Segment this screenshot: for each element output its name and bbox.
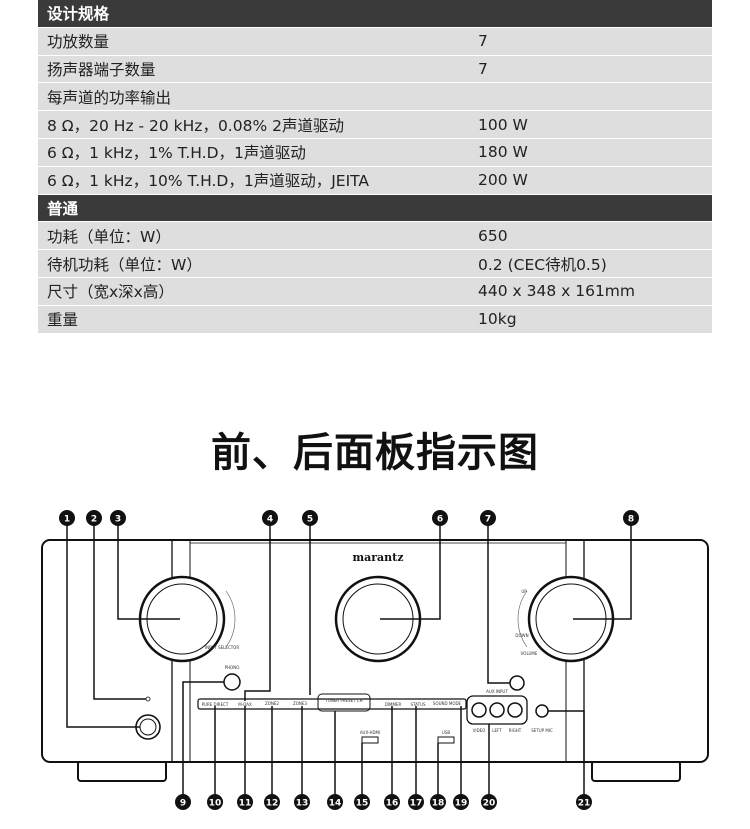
callout-1: 1 — [64, 515, 70, 525]
callout-14: 14 — [329, 799, 342, 809]
spec-row: 6 Ω，1 kHz，10% T.H.D，1声道驱动，JEITA 200 W — [38, 166, 712, 195]
spec-row: 待机功耗（单位：W） 0.2 (CEC待机0.5) — [38, 250, 712, 278]
general-spec-header: 普通 — [38, 194, 712, 223]
spec-row: 尺寸（宽x深x高） 440 x 348 x 161mm — [38, 277, 712, 306]
callout-4: 4 — [267, 515, 273, 525]
front-panel-diagram: marantz INPUT SELECTOR UP DOWN VOLUME PH… — [0, 505, 750, 825]
callout-21: 21 — [578, 799, 591, 809]
zone2-label: ZONE2 — [265, 701, 279, 706]
spec-row: 每声道的功率输出 — [38, 83, 712, 112]
spec-label: 重量 — [47, 311, 79, 330]
spec-label: 功耗（单位：W） — [47, 227, 171, 246]
usb-label: USB — [442, 730, 450, 735]
right-label: RIGHT — [509, 728, 522, 733]
callout-19: 19 — [455, 799, 468, 809]
phono-label: PHONO — [225, 665, 240, 670]
knob-arc — [225, 590, 236, 648]
spec-label: 待机功耗（单位：W） — [47, 255, 202, 274]
volume-up-label: UP — [521, 589, 527, 594]
callout-16: 16 — [386, 799, 399, 809]
standby-indicator — [145, 696, 151, 702]
aux-hdmi-port[interactable] — [361, 736, 379, 744]
spec-value: 100 W — [478, 115, 528, 134]
spec-value: 650 — [478, 226, 508, 245]
volume-label: VOLUME — [521, 651, 538, 656]
spec-label: 功放数量 — [47, 33, 110, 52]
spec-row: 功耗（单位：W） 650 — [38, 222, 712, 251]
callout-6: 6 — [437, 515, 443, 525]
remote-sensor — [509, 675, 525, 691]
spec-row: 扬声器端子数量 7 — [38, 55, 712, 84]
callout-20: 20 — [483, 799, 496, 809]
spec-value: 440 x 348 x 161mm — [478, 282, 636, 301]
spec-row: 功放数量 7 — [38, 27, 712, 56]
sound-mode-label: SOUND MODE — [433, 701, 462, 706]
spec-label: 6 Ω，1 kHz，1% T.H.D，1声道驱动 — [47, 144, 306, 163]
callout-7: 7 — [485, 515, 491, 525]
callout-15: 15 — [356, 799, 369, 809]
spec-value: 0.2 (CEC待机0.5) — [478, 255, 607, 274]
spec-value: 200 W — [478, 171, 528, 190]
left-foot — [77, 760, 167, 782]
tuner-preset-button[interactable] — [317, 693, 371, 712]
left-label: LEFT — [492, 728, 502, 733]
top-callouts: 1 2 3 4 5 6 7 8 — [59, 510, 639, 526]
pure-direct-label: PURE DIRECT — [202, 702, 229, 707]
callout-11: 11 — [239, 799, 252, 809]
tuner-preset-label: TUNER PRESET CH — [324, 698, 362, 703]
callout-5: 5 — [307, 515, 313, 525]
front-panel-svg: marantz INPUT SELECTOR UP DOWN VOLUME PH… — [41, 510, 709, 810]
section-title: 前、后面板指示图 — [211, 430, 539, 476]
spec-label: 8 Ω，20 Hz - 20 kHz，0.08% 2声道驱动 — [47, 116, 344, 135]
callout-13: 13 — [296, 799, 309, 809]
callout-2: 2 — [91, 515, 97, 525]
spec-row: 6 Ω，1 kHz，1% T.H.D，1声道驱动 180 W — [38, 138, 712, 167]
callout-12: 12 — [266, 799, 279, 809]
knob-arc — [517, 590, 528, 648]
design-spec-header: 设计规格 — [38, 0, 712, 28]
status-label: STATUS — [410, 702, 425, 707]
input-selector-label: INPUT SELECTOR — [205, 645, 239, 650]
callout-18: 18 — [432, 799, 445, 809]
left-audio-jack[interactable] — [489, 702, 505, 718]
setup-mic-jack[interactable] — [535, 704, 549, 718]
right-audio-jack[interactable] — [507, 702, 523, 718]
brand-logo: marantz — [352, 551, 403, 564]
callout-17: 17 — [410, 799, 423, 809]
header-label: 设计规格 — [47, 5, 110, 24]
video-jack[interactable] — [471, 702, 487, 718]
callout-3: 3 — [115, 515, 121, 525]
dimmer-label: DIMMER — [385, 702, 402, 707]
spec-label: 尺寸（宽x深x高） — [47, 283, 174, 302]
leader-lines — [66, 525, 632, 795]
spec-row: 重量 10kg — [38, 305, 712, 334]
spec-label: 扬声器端子数量 — [47, 60, 156, 79]
spec-label: 每声道的功率输出 — [47, 88, 172, 107]
aux-input-label: AUX INPUT — [486, 689, 508, 694]
spec-row: 8 Ω，20 Hz - 20 kHz，0.08% 2声道驱动 100 W — [38, 111, 712, 139]
volume-down-label: DOWN — [515, 633, 528, 638]
callout-8: 8 — [628, 515, 634, 525]
spec-value: 7 — [478, 32, 488, 51]
m-dax-label: M-DAX — [238, 702, 252, 707]
spec-table: 设计规格 功放数量 7 扬声器端子数量 7 每声道的功率输出 8 Ω，20 Hz -… — [38, 0, 712, 334]
spec-value: 180 W — [478, 143, 528, 162]
bottom-callouts: 9 10 11 12 13 14 15 16 17 18 19 20 21 — [175, 794, 592, 810]
aux-hdmi-label: AUX-HDMI — [360, 730, 380, 735]
spec-label: 6 Ω，1 kHz，10% T.H.D，1声道驱动，JEITA — [47, 172, 370, 191]
header-label: 普通 — [47, 199, 79, 218]
right-foot — [591, 760, 681, 782]
usb-port[interactable] — [437, 736, 455, 744]
zone3-label: ZONE3 — [293, 701, 307, 706]
spec-value: 10kg — [478, 310, 517, 329]
callout-10: 10 — [209, 799, 222, 809]
callout-9: 9 — [180, 799, 186, 809]
spec-value: 7 — [478, 59, 488, 78]
video-label: VIDEO — [473, 728, 486, 733]
phono-button[interactable] — [223, 673, 241, 691]
button-strip — [197, 698, 467, 710]
setup-mic-label: SETUP MIC — [531, 728, 553, 733]
